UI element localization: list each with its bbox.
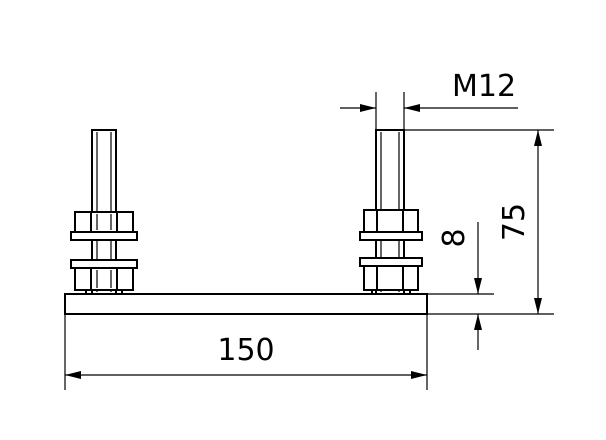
length-arrow-left <box>65 371 81 379</box>
base-plate <box>64 293 428 315</box>
length-dimension: 150 <box>64 314 428 390</box>
thickness-dimension: 8 <box>427 222 494 350</box>
thread-arrow-right <box>404 104 420 112</box>
length-arrow-right <box>411 371 427 379</box>
thread-arrow-left <box>360 104 376 112</box>
right-lower-washer <box>359 257 423 267</box>
height-label: 75 <box>497 203 532 241</box>
length-label: 150 <box>217 333 274 368</box>
left-lower-washer <box>70 259 138 269</box>
height-arrow-bottom <box>534 298 542 314</box>
thread-label: M12 <box>452 69 516 104</box>
thickness-arrow-top <box>474 278 482 294</box>
left-stud <box>70 129 138 295</box>
thickness-label: 8 <box>437 228 472 247</box>
height-arrow-top <box>534 130 542 146</box>
right-stud <box>359 129 423 295</box>
right-upper-nut <box>363 209 419 233</box>
left-lower-nut <box>74 267 134 291</box>
thickness-arrow-bottom <box>474 314 482 330</box>
height-dimension: 75 <box>404 129 554 315</box>
right-upper-washer <box>359 231 423 241</box>
left-upper-washer <box>70 231 138 241</box>
thread-dimension: M12 <box>340 69 518 130</box>
left-upper-nut <box>74 211 134 233</box>
right-lower-nut <box>363 265 419 291</box>
